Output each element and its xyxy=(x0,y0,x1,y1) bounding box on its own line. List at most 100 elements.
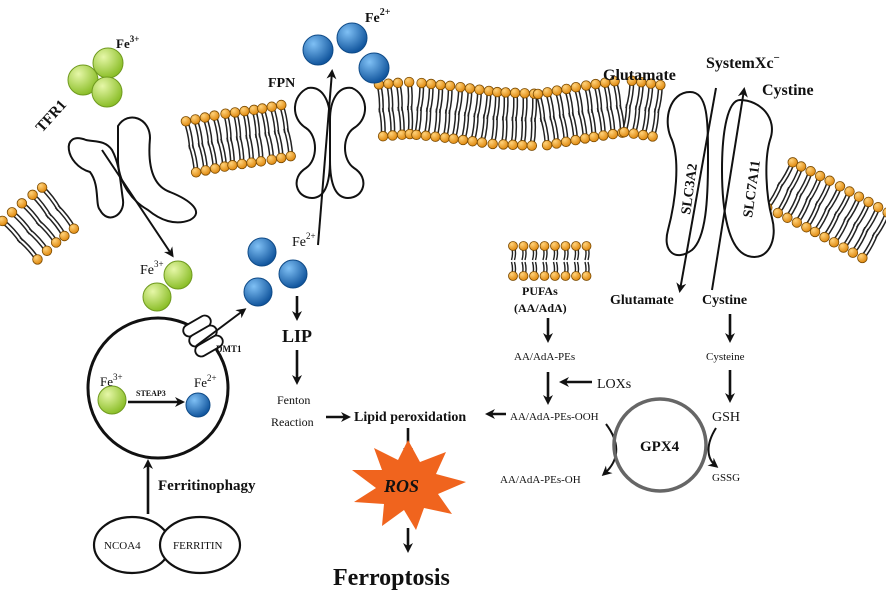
lipid-head xyxy=(435,79,446,91)
pufa-lipid-head xyxy=(508,241,518,251)
lipid-head xyxy=(68,223,80,234)
gssg-label: GSSG xyxy=(712,472,740,484)
lipid-head xyxy=(276,99,287,111)
pufa-lipid-head xyxy=(539,241,550,251)
lipid-head xyxy=(782,212,793,223)
pufa-lipid-head xyxy=(571,271,581,281)
lipid-head xyxy=(787,157,798,168)
ferritin-label: FERRITIN xyxy=(173,540,223,552)
lipid-head xyxy=(647,131,658,142)
pufa-lipid-head xyxy=(508,271,518,281)
fe2-ion xyxy=(278,259,308,289)
cell-membrane xyxy=(0,75,886,265)
fe2-intracellular-group xyxy=(243,237,308,307)
lipid-head xyxy=(0,215,8,227)
lipid-head xyxy=(618,126,630,138)
lipid-head xyxy=(383,78,394,89)
lipid-head xyxy=(560,136,572,147)
lipid-head xyxy=(487,138,498,150)
lipid-head xyxy=(387,130,398,141)
lipid-head xyxy=(266,101,277,112)
lipid-head xyxy=(190,167,202,178)
ooh-to-oh-arrow xyxy=(601,423,618,476)
lipid-head xyxy=(448,133,459,144)
fe3-intracellular-group xyxy=(142,260,193,312)
lipid-head xyxy=(882,207,886,218)
lipid-head xyxy=(16,198,28,209)
lipid-head xyxy=(561,83,572,95)
fpn-transporter xyxy=(294,69,366,246)
lipid-head xyxy=(474,84,485,95)
lipid-head xyxy=(872,202,884,213)
pufa-lipid-head xyxy=(518,241,529,251)
ros-label: ROS xyxy=(383,476,419,496)
gsh-label: GSH xyxy=(712,410,740,425)
pufa-lipid-head xyxy=(550,241,560,251)
systemxc-label: SystemXc− xyxy=(706,52,780,72)
lipid-head xyxy=(420,130,432,141)
lipid-head xyxy=(498,139,509,150)
lipid-head xyxy=(229,107,241,118)
lipid-head xyxy=(500,87,511,98)
lipid-head xyxy=(455,81,466,93)
dmt1-label: DMT1 xyxy=(216,344,242,354)
pufa-lipid-head xyxy=(529,241,539,251)
reaction-label: Reaction xyxy=(271,415,314,429)
lipid-head xyxy=(857,252,868,264)
lipid-head xyxy=(457,134,469,146)
fe2-extracellular-group xyxy=(302,22,390,84)
lipid-head xyxy=(847,247,859,258)
lipid-head xyxy=(590,78,601,90)
lipid-head xyxy=(36,182,48,193)
lipid-head xyxy=(180,116,192,127)
lipid-head xyxy=(209,163,221,174)
fe2-extracellular-label: Fe2+ xyxy=(365,7,391,26)
ferritinophagy-label: Ferritinophagy xyxy=(158,478,256,494)
fe2-endosome-label: Fe2+ xyxy=(194,373,217,390)
lipid-head xyxy=(41,245,53,256)
lipid-head xyxy=(551,138,562,149)
ncoa4-label: NCOA4 xyxy=(104,540,141,552)
lipid-head xyxy=(609,76,620,87)
pufa-lipid-head xyxy=(581,271,592,281)
lipid-head xyxy=(637,129,649,141)
pufa-lipid-head xyxy=(529,271,539,281)
fe2-ion xyxy=(336,22,368,54)
fe3-endosome-label: Fe3+ xyxy=(100,372,123,389)
lipid-head xyxy=(246,157,257,168)
aa-pes-oh-label: AA/AdA-PEs-OH xyxy=(500,474,581,486)
lipid-head xyxy=(6,207,18,218)
lipid-head xyxy=(220,108,231,119)
lipid-head xyxy=(190,114,201,125)
fe2-ion xyxy=(243,277,273,307)
fenton-label: Fenton xyxy=(277,393,310,407)
lipid-head xyxy=(570,134,581,146)
lipid-head xyxy=(377,131,389,142)
fpn-label: FPN xyxy=(268,76,295,91)
glutamate-intracellular-label: Glutamate xyxy=(610,293,674,308)
lipid-head xyxy=(772,207,784,219)
ros-burst xyxy=(352,440,466,530)
lipid-head xyxy=(439,132,451,143)
cystine-extracellular-label: Cystine xyxy=(762,82,814,99)
lipid-head xyxy=(509,87,521,99)
fe3-intracellular-label: Fe3+ xyxy=(140,259,164,278)
fe3-ion xyxy=(92,47,124,79)
lipid-head xyxy=(200,165,211,176)
lipid-head xyxy=(416,77,427,89)
lipid-head xyxy=(227,160,238,171)
tfr1-label: TFR1 xyxy=(33,97,70,136)
lipid-head xyxy=(824,175,835,186)
lipid-head xyxy=(526,140,538,151)
gsh-to-gssg-arrow xyxy=(707,427,719,468)
fe3-ion xyxy=(91,76,123,108)
gpx4-ring xyxy=(612,397,708,493)
pufa-lipid-head xyxy=(560,271,571,281)
lipid-head xyxy=(542,87,553,98)
lipid-head xyxy=(27,189,38,201)
pufa-lipid-cluster xyxy=(508,241,592,281)
fe2-intracellular-label: Fe2+ xyxy=(292,231,316,250)
lipid-peroxidation-label: Lipid peroxidation xyxy=(354,410,466,425)
lipid-head xyxy=(411,129,422,140)
